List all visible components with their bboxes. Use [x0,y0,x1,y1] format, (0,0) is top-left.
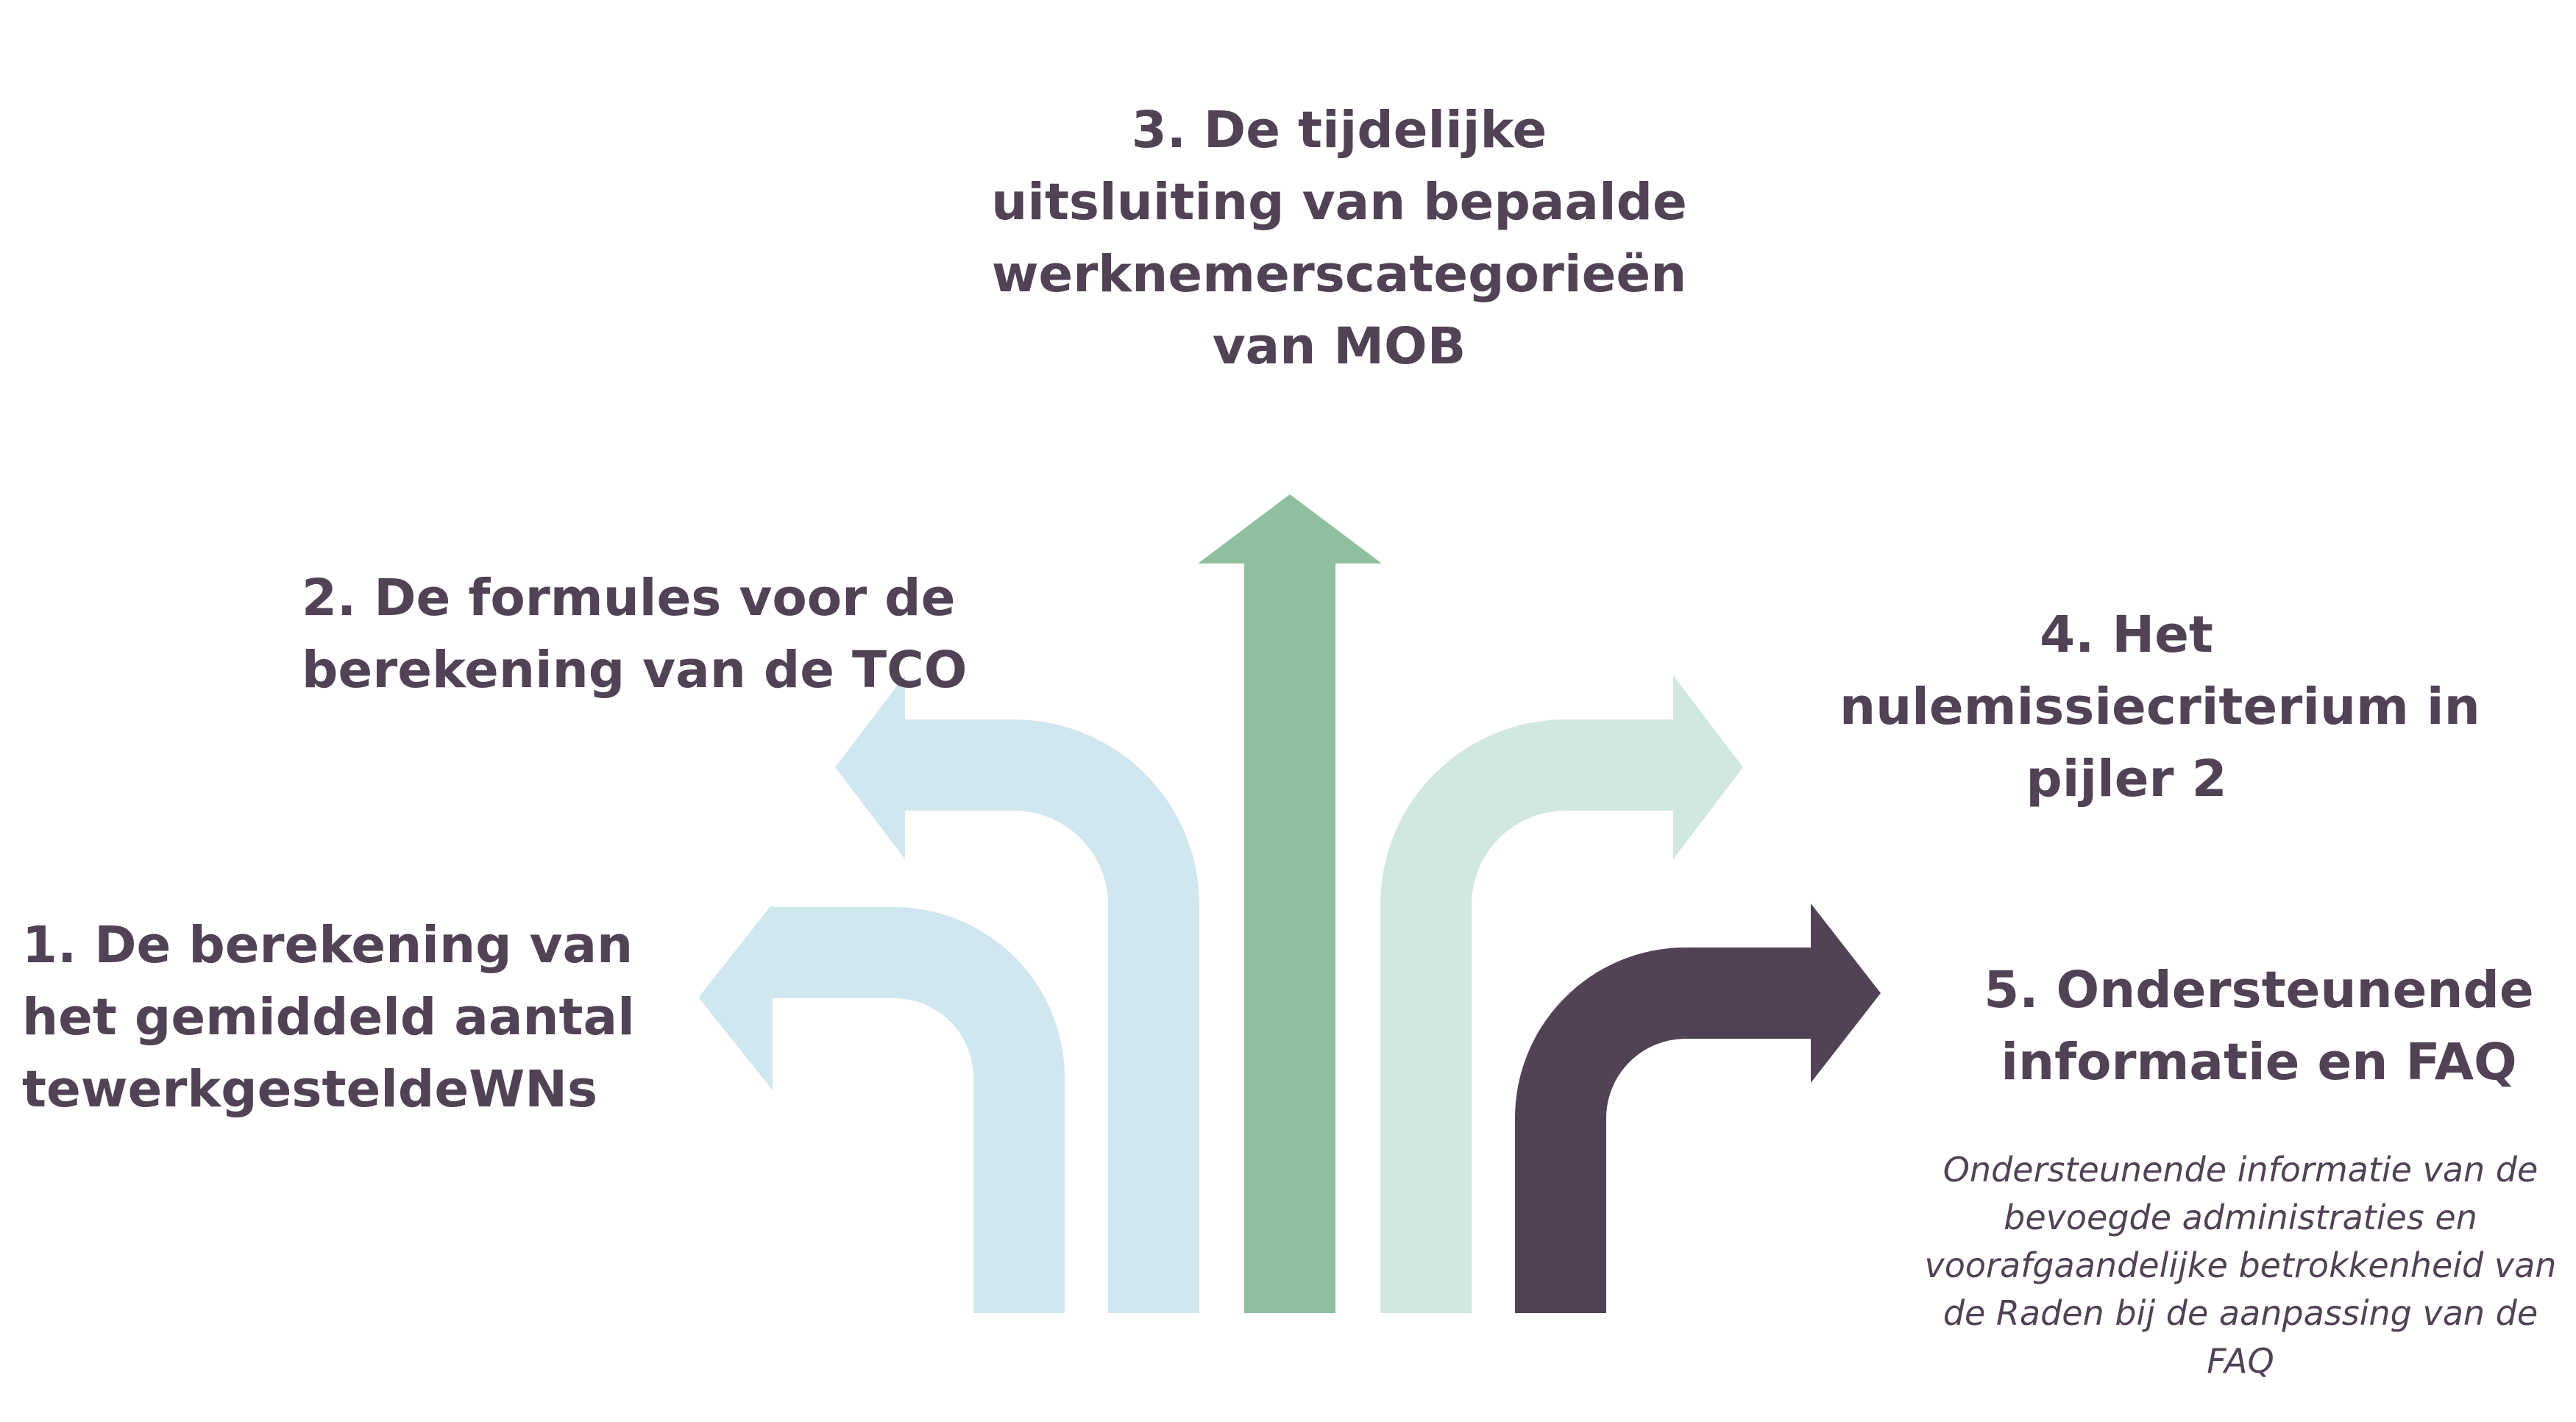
label-item-2-line-2: berekening van de TCO [302,641,968,700]
label-item-1-line-3: tewerkgesteldeWNs [22,1060,598,1119]
label-item-3: 3. De tijdelijke uitsluiting van bepaald… [979,94,1700,383]
arrow-2-shaft [904,719,1199,1313]
arrow-1-head-fill [699,906,770,1087]
note-item-5-line-1: Ondersteunende informatie van de [1942,1150,2538,1190]
label-item-2: 2. De formules voor de berekening van de… [302,562,968,706]
label-item-3-line-3: werknemerscategorieën [991,245,1687,304]
arrow-3-head [1198,494,1382,564]
label-item-2-line-1: 2. De formules voor de [302,569,956,628]
arrow-1-left [699,905,1065,1313]
label-item-3-line-2: uitsluiting van bepaalde [991,173,1687,232]
note-item-5-line-5: FAQ [2207,1341,2274,1381]
label-item-4-line-3: pijler 2 [2026,750,2227,808]
note-item-5-line-3: voorafgaandelijke betrokkenheid van [1924,1245,2557,1285]
arrow-2-head [835,675,905,859]
label-item-1: 1. De berekening van het gemiddeld aanta… [22,909,635,1126]
arrow-3-shaft [1244,559,1335,1313]
arrow-4-shaft [1380,719,1676,1313]
arrow-5-right [1515,903,1881,1313]
note-item-5-line-2: bevoegde administraties en [2004,1198,2477,1237]
arrow-4-right [1380,675,1743,1313]
label-item-3-line-1: 3. De tijdelijke [1131,101,1547,160]
arrow-1-shaft [769,907,1065,1313]
arrow-3-up [1198,494,1382,1313]
label-item-4-line-2: nulemissiecriterium in [1839,678,2480,736]
label-item-5-line-1: 5. Ondersteunende [1984,961,2534,1020]
note-item-5: Ondersteunende informatie van de bevoegd… [1913,1146,2568,1385]
label-item-1-line-2: het gemiddeld aantal [22,988,635,1047]
arrow-2-left [835,675,1199,1313]
label-item-5-line-2: informatie en FAQ [2001,1033,2517,1092]
label-item-4: 4. Het nulemissiecriterium in pijler 2 [1839,599,2480,815]
label-item-3-line-4: van MOB [1212,317,1466,376]
arrow-4-head [1673,675,1743,859]
arrow-5-shaft [1515,948,1817,1313]
label-item-4-line-1: 4. Het [2040,605,2213,664]
label-item-1-line-1: 1. De berekening van [22,916,634,975]
arrow-5-head [1811,903,1881,1083]
label-item-5: 5. Ondersteunende informatie en FAQ [1979,954,2538,1098]
note-item-5-line-4: de Raden bij de aanpassing van de [1942,1293,2538,1333]
